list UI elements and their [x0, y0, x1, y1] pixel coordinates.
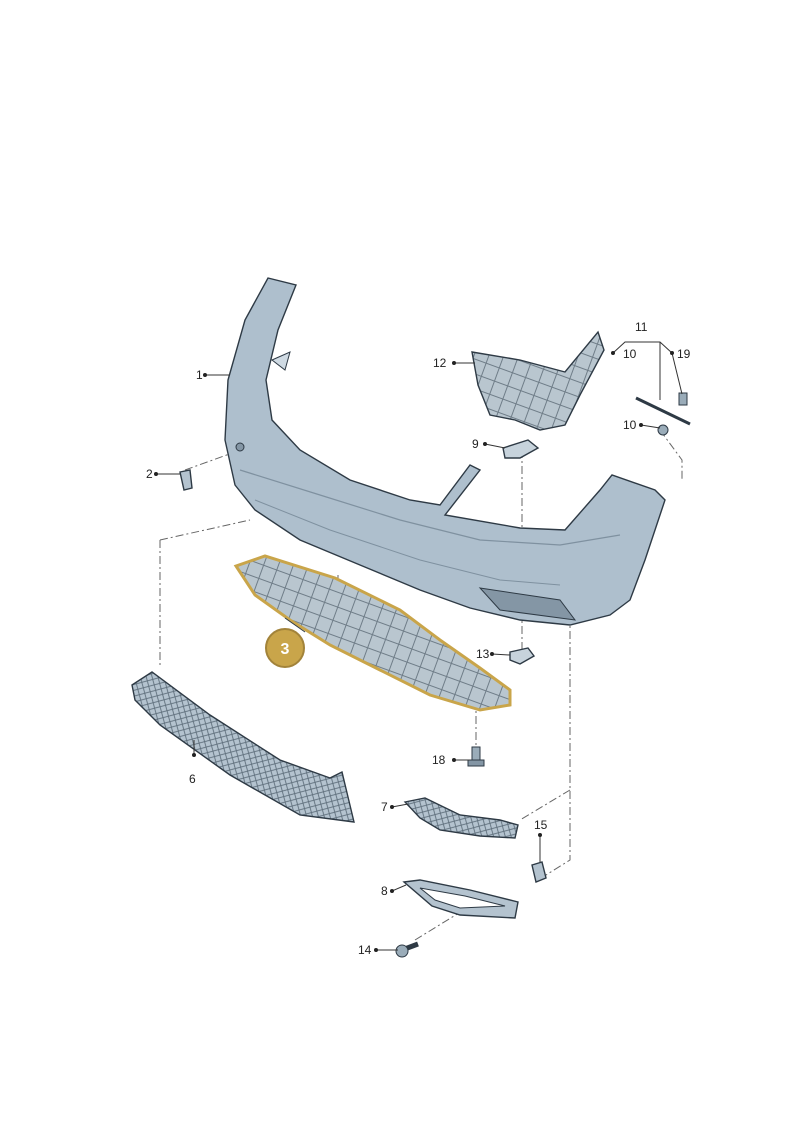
label-18: 18 [432, 753, 446, 767]
label-1: 1 [196, 368, 203, 382]
bumper-cover [224, 277, 666, 626]
label-13: 13 [476, 647, 490, 661]
label-12: 12 [433, 356, 447, 370]
label-14: 14 [358, 943, 372, 957]
callout-labels: 1 2 6 7 8 9 10 10 11 12 13 14 15 18 19 [146, 320, 691, 957]
label-6: 6 [189, 772, 196, 786]
trim-frame-8 [402, 879, 519, 919]
mounting-bracket [471, 330, 605, 431]
screw-14 [395, 941, 419, 958]
screw-18 [467, 746, 485, 767]
retaining-clip [179, 469, 193, 491]
label-8: 8 [381, 884, 388, 898]
leaders [154, 341, 683, 952]
underbody-guard [233, 554, 512, 712]
lower-grille-7 [403, 797, 519, 839]
label-19: 19 [677, 347, 691, 361]
label-7: 7 [381, 800, 388, 814]
center-grille [131, 671, 355, 823]
label-10-top: 10 [623, 347, 637, 361]
label-15: 15 [534, 818, 548, 832]
part-badge-3-label: 3 [281, 641, 290, 658]
stud-bar [635, 392, 691, 436]
label-9: 9 [472, 437, 479, 451]
label-2: 2 [146, 467, 153, 481]
washer-cover [502, 439, 540, 459]
tow-eye-cap [509, 647, 536, 665]
label-11: 11 [635, 320, 648, 334]
part-badge-3: 3 [265, 628, 305, 668]
label-10-bottom: 10 [623, 418, 637, 432]
clip-15 [531, 861, 547, 883]
